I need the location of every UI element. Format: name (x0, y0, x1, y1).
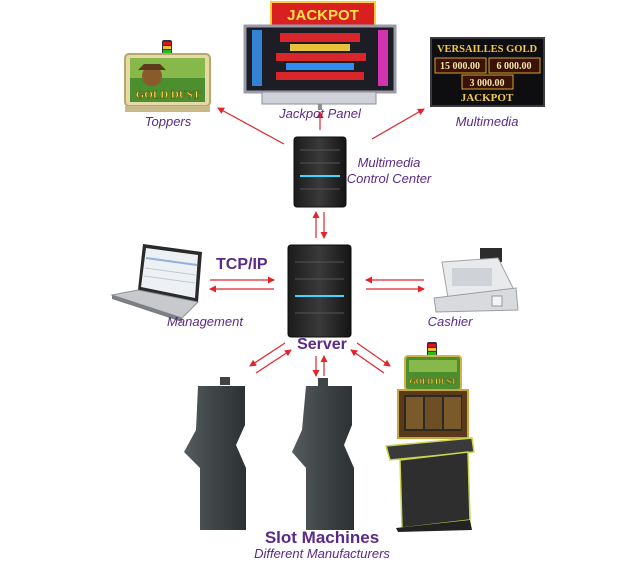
jackpot-panel-title: JACKPOT (287, 7, 359, 24)
mcc-label-line1: Multimedia (357, 155, 421, 170)
slot-machines-subtitle: Different Manufacturers (254, 546, 390, 561)
arrow-slot3-to-server (350, 349, 385, 374)
topper-screen-text: GOLD DUST (136, 89, 201, 101)
slot-machine-generic-2 (292, 378, 354, 530)
mcc-label-line2: Control Center (346, 171, 432, 186)
server-label: Server (297, 336, 347, 353)
management-label: Management (167, 314, 243, 329)
laptop (110, 244, 202, 322)
multimedia-control-center-label: Multimedia Control Center (344, 155, 434, 187)
jackpot-panel-label: Jackpot Panel (279, 106, 361, 121)
arrow-slot1-to-server (255, 349, 292, 374)
server-tower (287, 244, 352, 338)
versailles-value-2: 6 000.00 (497, 61, 532, 72)
versailles-value-3: 3 000.00 (470, 78, 505, 89)
arrows (209, 107, 425, 377)
arrow-mcc-to-toppers (217, 107, 285, 145)
arrow-server-to-slot1 (249, 342, 286, 367)
multimedia-screen (430, 37, 545, 107)
slot-machine-featured (385, 342, 475, 532)
toppers-label: Toppers (144, 114, 192, 129)
slot-machine-generic-1 (184, 377, 246, 530)
cashier-label: Cashier (427, 314, 473, 329)
arrow-server-to-slot3 (356, 342, 391, 367)
arrow-mcc-to-multimedia (371, 108, 425, 140)
multimedia-control-center-tower (293, 136, 347, 208)
topper-screen (124, 40, 211, 112)
jackpot-panel (243, 1, 397, 110)
slot-machines-label: Slot Machines (264, 528, 380, 547)
versailles-title: VERSAILLES GOLD (437, 44, 537, 55)
cash-register (433, 248, 519, 313)
tcp-ip-label: TCP/IP (216, 256, 268, 273)
versailles-jackpot-word: JACKPOT (461, 92, 514, 104)
multimedia-label: Multimedia (455, 114, 519, 129)
slot-screen-text: GOLD DUST (410, 377, 458, 386)
versailles-value-1: 15 000.00 (440, 61, 480, 72)
